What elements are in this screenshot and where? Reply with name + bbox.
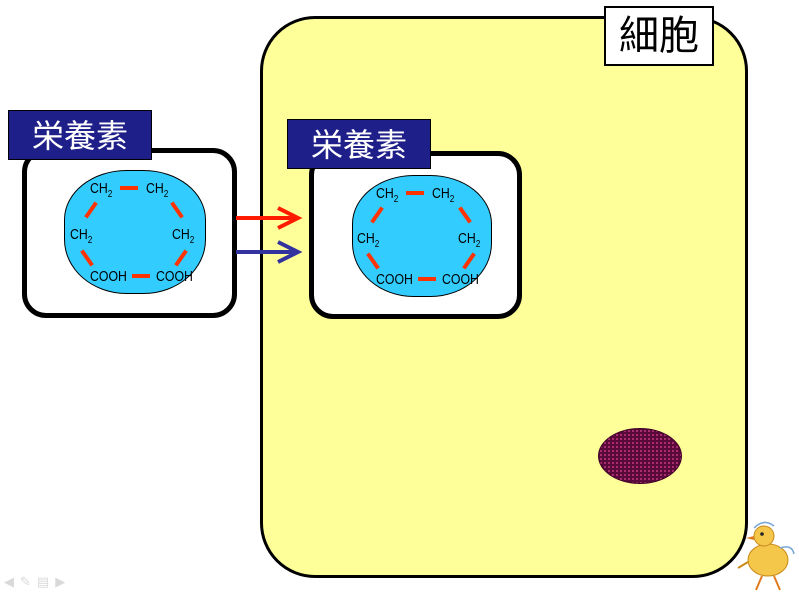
- atom-ch2-top-left: CH2: [90, 180, 113, 200]
- outside-molecule: CH2 CH2 CH2 CH2 COOH COOH: [64, 170, 206, 294]
- inside-molecule: CH2 CH2 CH2 CH2 COOH COOH: [352, 175, 492, 297]
- atom-cooh-left: COOH: [90, 268, 127, 285]
- menu-icon[interactable]: ▤: [36, 575, 50, 590]
- atom-ch2-left: CH2: [70, 226, 93, 246]
- red-arrow: [236, 206, 303, 230]
- pen-icon[interactable]: ✎: [20, 575, 31, 590]
- molecule-blob: [352, 175, 492, 297]
- bond: [418, 277, 436, 281]
- chick-mascot-icon: [737, 521, 795, 591]
- atom-ch2-top-left: CH2: [376, 185, 399, 205]
- atom-ch2-right: CH2: [458, 230, 481, 250]
- bond: [120, 186, 138, 190]
- atom-cooh-right: COOH: [442, 271, 479, 288]
- molecule-blob: [64, 170, 206, 294]
- blue-arrow: [236, 240, 303, 264]
- inside-nutrient-label: 栄養素: [287, 119, 431, 169]
- cell-label: 細胞: [604, 6, 714, 66]
- outside-nutrient-label: 栄養素: [8, 110, 152, 160]
- bond: [406, 191, 424, 195]
- prev-icon[interactable]: ◀: [4, 575, 14, 590]
- atom-cooh-left: COOH: [376, 271, 413, 288]
- next-icon[interactable]: ▶: [55, 575, 66, 590]
- atom-ch2-left: CH2: [357, 230, 380, 250]
- atom-cooh-right: COOH: [156, 268, 193, 285]
- slide-nav: ◀ ✎ ▤ ▶: [4, 575, 65, 590]
- transport-arrows: [236, 206, 303, 264]
- atom-ch2-top-right: CH2: [146, 180, 169, 200]
- atom-ch2-top-right: CH2: [432, 185, 455, 205]
- bond: [132, 274, 150, 278]
- atom-ch2-right: CH2: [172, 226, 195, 246]
- organelle: [598, 428, 682, 484]
